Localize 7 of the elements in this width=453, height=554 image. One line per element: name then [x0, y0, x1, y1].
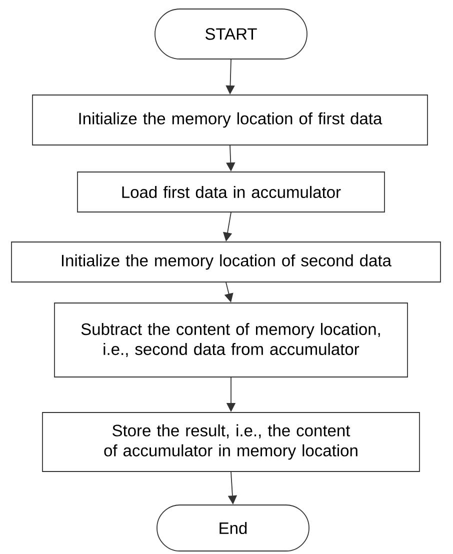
terminal-box: End	[156, 504, 310, 552]
process-box: Load first data in accumulator	[77, 172, 385, 212]
terminal-box: START	[154, 8, 308, 60]
process-box: Initialize the memory location of first data	[32, 94, 428, 146]
process-box: Store the result, i.e., the content of accumulator in memory location	[42, 412, 420, 472]
process-box: Subtract the content of memory location, i.e., second data from accumulator	[54, 302, 408, 378]
process-box: Initialize the memory location of second data	[11, 242, 441, 282]
